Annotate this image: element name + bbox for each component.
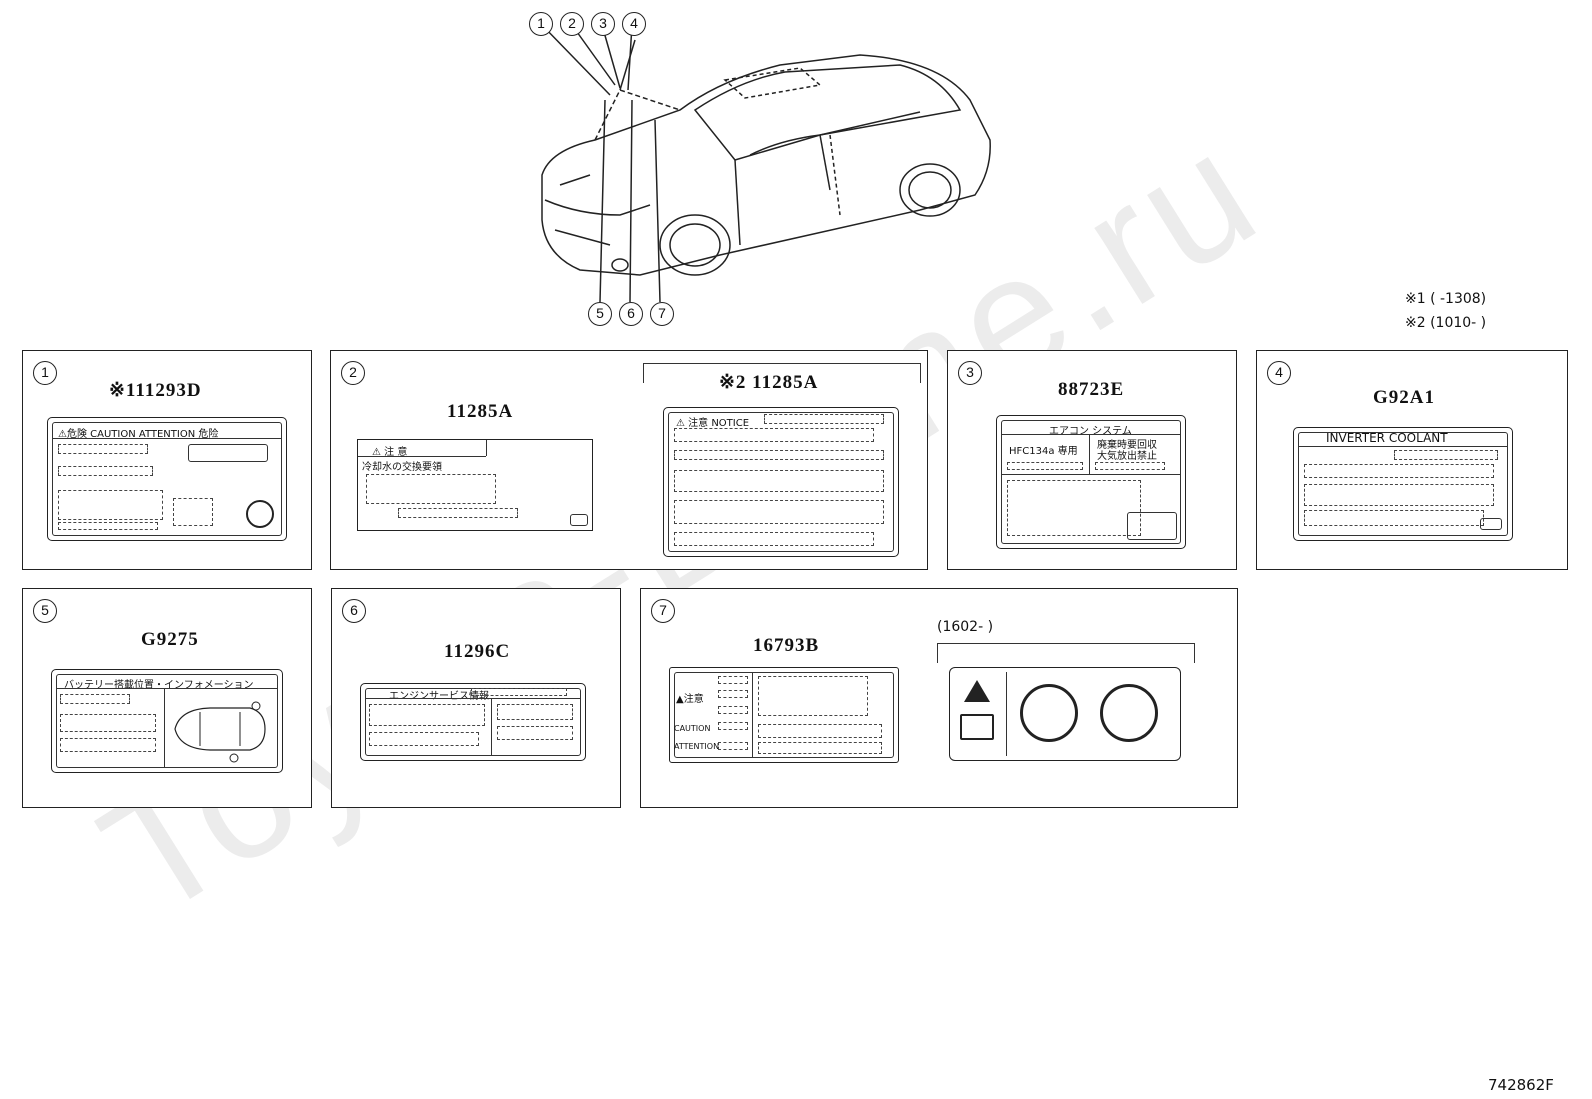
car-callout-1: 1: [529, 12, 553, 36]
part-number: 11285A: [447, 401, 514, 422]
car-callout-5: 5: [588, 302, 612, 326]
label-outline: バッテリー搭載位置・インフォメーション: [51, 669, 283, 773]
label-text-3: ATTENTION: [674, 742, 720, 751]
panel-3: 3 88723E エアコン システム HFC134a 専用 廃棄時要回収 大気放…: [947, 350, 1237, 570]
panel-5: 5 G9275 バッテリー搭載位置・インフォメーション: [22, 588, 312, 808]
part-number: 11296C: [444, 641, 511, 662]
label-header: INVERTER COOLANT: [1326, 431, 1448, 445]
panel-number: 1: [33, 361, 57, 385]
panel-number: 5: [33, 599, 57, 623]
part-number: G9275: [141, 629, 199, 650]
label-outline: INVERTER COOLANT: [1293, 427, 1513, 541]
production-range: (1602- ): [937, 619, 994, 635]
label-outline: ⚠ 注 意 冷却水の交換要領: [357, 439, 593, 531]
panel-number: 6: [342, 599, 366, 623]
panel-number: 4: [1267, 361, 1291, 385]
part-number: G92A1: [1373, 387, 1435, 408]
car-callout-3: 3: [591, 12, 615, 36]
panel-number: 2: [341, 361, 365, 385]
label-header: ⚠危険 CAUTION ATTENTION 危险: [58, 429, 219, 440]
part-number: 16793B: [753, 635, 820, 656]
part-number-alt: ※2 11285A: [719, 372, 819, 393]
label-outline-alt: ⚠ 注意 NOTICE: [663, 407, 899, 557]
panel-number: 3: [958, 361, 982, 385]
label-header: ⚠ 注 意: [372, 447, 408, 458]
footnote-2: ※2 (1010- ): [1405, 315, 1487, 331]
diagram-code: 742862F: [1488, 1076, 1554, 1094]
car-callout-7: 7: [650, 302, 674, 326]
manual-book-icon: [960, 714, 994, 740]
car-top-view-icon: [174, 701, 266, 763]
label-cell-2a: 廃棄時要回収: [1097, 440, 1157, 451]
label-header: エアコン システム: [1049, 426, 1132, 437]
label-header: バッテリー搭載位置・インフォメーション: [64, 680, 254, 691]
car-illustration: [541, 24, 991, 303]
panel-7: 7 16793B ▲注意 CAUTION ATTENTION (1602- ): [640, 588, 1238, 808]
label-outline: ⚠危険 CAUTION ATTENTION 危险: [47, 417, 287, 541]
label-cell-2b: 大気放出禁止: [1097, 451, 1157, 462]
label-outline: ▲注意 CAUTION ATTENTION: [669, 667, 899, 763]
label-text-1: ▲注意: [676, 694, 704, 705]
panel-2: 2 11285A ⚠ 注 意 冷却水の交換要領 ※2 11285A ⚠ 注意 N…: [330, 350, 928, 570]
no-symbol-icon: [246, 500, 274, 528]
part-number: ※111293D: [109, 380, 202, 401]
label-text-2: CAUTION: [674, 724, 711, 733]
label-outline: エンジンサービス情報: [360, 683, 586, 761]
label-subheader: 冷却水の交換要領: [362, 462, 442, 473]
label-outline: エアコン システム HFC134a 専用 廃棄時要回収 大気放出禁止: [996, 415, 1186, 549]
no-chemical-icon: [1100, 684, 1158, 742]
label-header-alt: ⚠ 注意 NOTICE: [676, 418, 750, 429]
part-number: 88723E: [1058, 379, 1125, 400]
car-callout-6: 6: [619, 302, 643, 326]
no-spray-icon: [1020, 684, 1078, 742]
car-callout-2: 2: [560, 12, 584, 36]
panel-4: 4 G92A1 INVERTER COOLANT: [1256, 350, 1568, 570]
car-callout-4: 4: [622, 12, 646, 36]
panel-6: 6 11296C エンジンサービス情報: [331, 588, 621, 808]
pictogram-label: [949, 667, 1181, 761]
panel-1: 1 ※111293D ⚠危険 CAUTION ATTENTION 危险: [22, 350, 312, 570]
footnote-1: ※1 ( -1308): [1405, 291, 1487, 307]
label-header: エンジンサービス情報: [389, 691, 489, 702]
label-cell-1: HFC134a 専用: [1009, 446, 1078, 457]
panel-number: 7: [651, 599, 675, 623]
warning-triangle-icon: [964, 680, 990, 702]
